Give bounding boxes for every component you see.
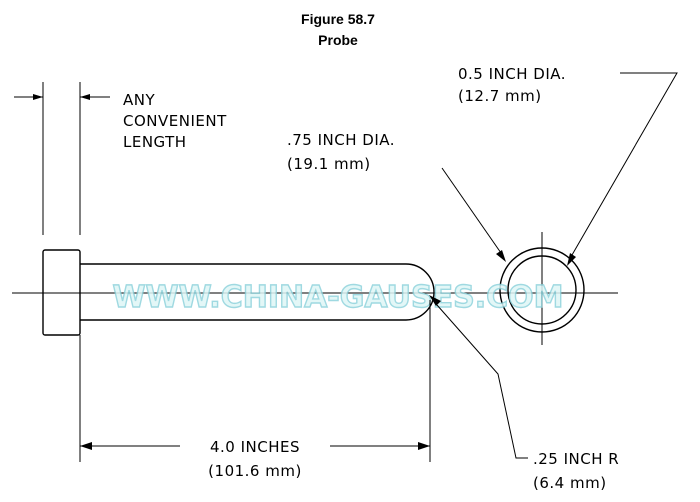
probe-length-dimension [79, 300, 431, 462]
arrow-head-right [80, 94, 90, 100]
figure-title: Figure 58.7 [301, 11, 375, 27]
figure-subtitle: Probe [318, 32, 358, 48]
outer-dia-inch: 0.5 INCH DIA. [458, 65, 566, 83]
inner-dia-inch: .75 INCH DIA. [287, 131, 395, 149]
outer-dia-arrow [567, 253, 576, 266]
length-arrow-left [80, 442, 92, 450]
length-label-line2: CONVENIENT [123, 112, 227, 130]
probe-length-mm: (101.6 mm) [208, 462, 302, 480]
inner-dia-leader [441, 167, 502, 254]
outer-dia-mm: (12.7 mm) [458, 87, 542, 105]
length-label-line3: LENGTH [123, 133, 187, 151]
inner-dia-arrow [496, 250, 506, 262]
radius-inch: .25 INCH R [533, 450, 619, 468]
length-dimension [14, 82, 110, 235]
length-label-line1: ANY [123, 91, 155, 109]
radius-mm: (6.4 mm) [533, 474, 607, 492]
radius-arrow [429, 295, 441, 306]
watermark: WWW.CHINA-GAUSES.COM [112, 280, 563, 315]
length-arrow-right [418, 442, 430, 450]
radius-leader [436, 304, 528, 459]
inner-dia-mm: (19.1 mm) [287, 155, 371, 173]
probe-end-view [499, 232, 585, 345]
outer-dia-leader [571, 72, 678, 256]
probe-body [42, 249, 435, 336]
probe-length-inch: 4.0 INCHES [210, 438, 300, 456]
arrow-head-left [33, 94, 43, 100]
